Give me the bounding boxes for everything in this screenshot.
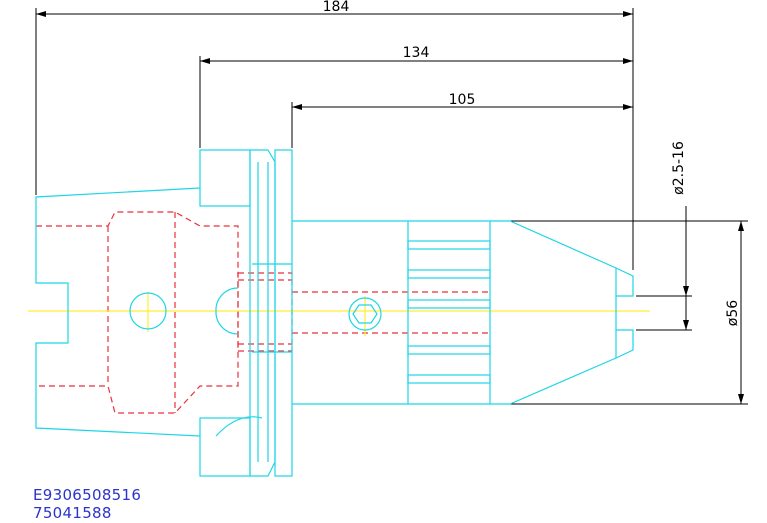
collar-ring — [274, 149, 293, 477]
flange-upper — [199, 149, 251, 207]
grip-slot — [407, 345, 491, 355]
arrowhead — [623, 11, 633, 17]
dimension-label-184: 184 — [323, 0, 350, 15]
set-screw-circle — [348, 297, 382, 331]
arrowhead — [683, 320, 689, 330]
grip-slot — [407, 269, 491, 279]
dimension-label-clamping-range: ø2.5-16 — [671, 141, 687, 195]
hidden-lines — [36, 211, 490, 414]
taper-shank — [35, 187, 201, 437]
dimension-184: 184 — [35, 0, 634, 270]
dimension-105: 105 — [291, 92, 633, 148]
flange-lower — [199, 417, 251, 477]
dimension-134: 134 — [199, 45, 633, 148]
arrowhead — [200, 58, 210, 64]
arrowhead — [623, 104, 633, 110]
dimension-clamping-range: ø2.5-16 — [636, 141, 692, 331]
arrowhead — [738, 394, 744, 404]
drive-hole — [129, 292, 167, 330]
grip-slot — [407, 374, 491, 384]
arrowhead — [683, 286, 689, 296]
dimension-label-105: 105 — [449, 92, 476, 108]
part-code-2: 75041588 — [33, 504, 112, 522]
flange-notch — [215, 416, 263, 437]
grip-slot — [407, 240, 491, 250]
hidden-pocket — [237, 272, 293, 352]
grip-slots — [407, 240, 491, 384]
tool-holder-outline — [35, 149, 634, 477]
arrowhead — [36, 11, 46, 17]
grip-slot — [407, 299, 491, 309]
arrowhead — [292, 104, 302, 110]
dimension-label-outer-diameter: ø56 — [725, 300, 741, 326]
arrowhead — [623, 58, 633, 64]
part-code-1: E9306508516 — [33, 486, 142, 504]
nose-cone — [490, 220, 634, 405]
hidden-taper-bore — [36, 211, 239, 414]
arrowhead — [738, 221, 744, 231]
chuck-body — [292, 220, 491, 405]
dimension-outer-diameter: ø56 — [490, 220, 748, 405]
collar-groove — [250, 149, 276, 477]
dimension-label-134: 134 — [403, 45, 430, 61]
hex-socket-icon — [352, 304, 378, 324]
flange-keyway — [215, 287, 239, 335]
